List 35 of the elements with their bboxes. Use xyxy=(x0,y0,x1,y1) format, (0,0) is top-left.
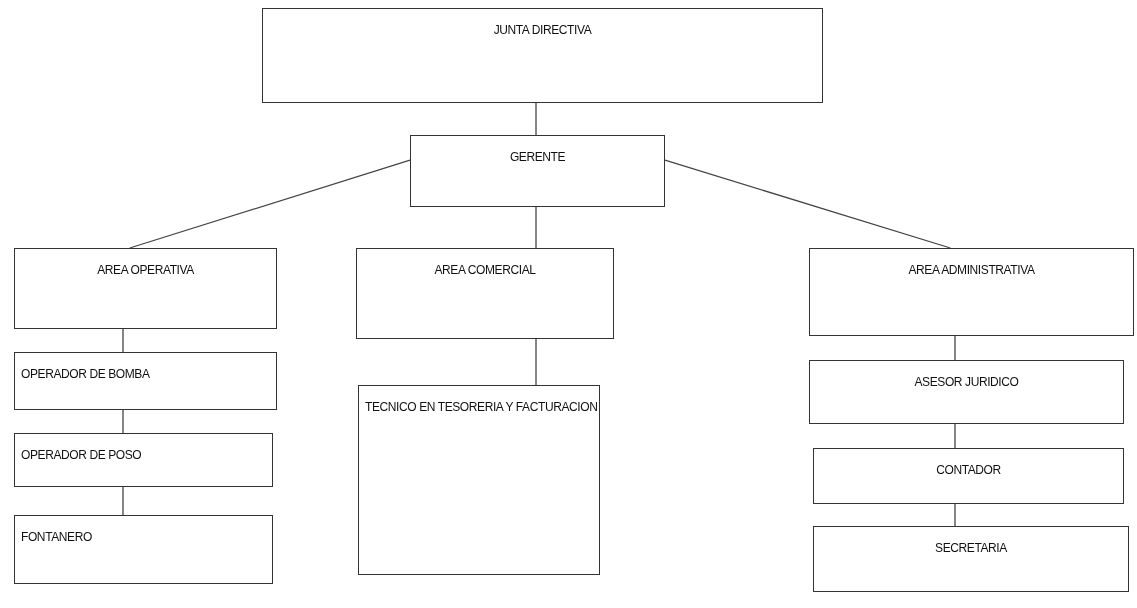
connector-line xyxy=(122,486,124,516)
org-box xyxy=(809,360,1124,424)
box-label: JUNTA DIRECTIVA xyxy=(492,23,593,37)
connector-line xyxy=(122,409,124,434)
connector-line xyxy=(535,206,537,249)
connector-line xyxy=(122,328,124,353)
box-label: OPERADOR DE BOMBA xyxy=(21,367,150,381)
org-box xyxy=(14,248,277,329)
box-label: AREA OPERATIVA xyxy=(96,263,195,277)
org-box xyxy=(14,352,277,410)
connector-line xyxy=(535,102,537,136)
box-label: AREA COMERCIAL xyxy=(433,263,537,277)
org-box xyxy=(809,248,1134,336)
org-box xyxy=(813,526,1129,592)
connector-line xyxy=(954,335,956,361)
org-box xyxy=(356,248,614,339)
connector-line xyxy=(535,338,537,386)
box-label: AREA ADMINISTRATIVA xyxy=(907,263,1036,277)
box-label: CONTADOR xyxy=(935,463,1002,477)
box-label: FONTANERO xyxy=(21,530,92,544)
box-label: TECNICO EN TESORERIA Y FACTURACION xyxy=(365,400,598,414)
org-box xyxy=(14,515,273,584)
box-label: GERENTE xyxy=(508,150,567,164)
connector-line xyxy=(954,503,956,527)
box-label: OPERADOR DE POSO xyxy=(21,448,142,462)
org-box xyxy=(410,135,665,207)
org-box xyxy=(813,448,1124,504)
box-label: ASESOR JURIDICO xyxy=(913,375,1020,389)
connector-line xyxy=(954,423,956,449)
connector-line xyxy=(664,159,952,249)
org-box xyxy=(358,385,600,575)
org-box xyxy=(262,8,823,103)
org-box xyxy=(14,433,273,487)
box-label: SECRETARIA xyxy=(934,541,1008,555)
connector-line xyxy=(129,159,411,249)
